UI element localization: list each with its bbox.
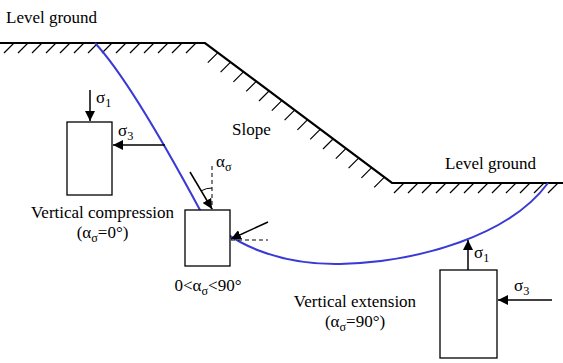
slip-surface bbox=[95, 43, 548, 264]
stress-symbol: σ3 bbox=[514, 276, 529, 297]
stress-symbol: σ1 bbox=[96, 88, 111, 109]
element-caption: Vertical extension (ασ=90°) bbox=[280, 292, 430, 333]
slope-label: Slope bbox=[232, 120, 271, 140]
stress-arrow bbox=[113, 144, 165, 146]
stress-element bbox=[440, 270, 497, 358]
ground-label: Level ground bbox=[6, 8, 97, 28]
element-caption: 0<ασ<90° bbox=[158, 276, 258, 297]
stress-symbol: σ3 bbox=[118, 121, 133, 142]
reference-line bbox=[231, 240, 268, 241]
stress-symbol: σ1 bbox=[474, 243, 489, 264]
stress-arrow bbox=[231, 222, 268, 239]
stress-arrow bbox=[467, 240, 469, 270]
stress-arrow bbox=[498, 299, 552, 301]
stress-arrow bbox=[190, 172, 212, 209]
stress-arrow bbox=[89, 90, 91, 121]
ground-label: Level ground bbox=[445, 154, 536, 174]
stress-element bbox=[67, 122, 112, 195]
angle-arc bbox=[201, 188, 212, 191]
element-caption: Vertical compression (ασ=0°) bbox=[15, 203, 190, 244]
angle-symbol: ασ bbox=[216, 152, 232, 173]
stress-element bbox=[185, 210, 230, 266]
